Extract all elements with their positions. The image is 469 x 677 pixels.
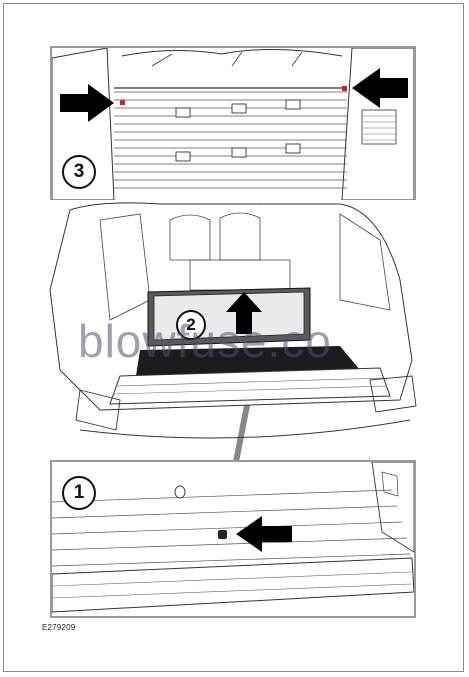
red-marker-icon xyxy=(120,100,125,105)
watermark: blowfuse.co xyxy=(78,315,332,367)
arrow-left-icon xyxy=(352,68,408,108)
callout-3: 3 xyxy=(62,155,96,189)
callout-1: 1 xyxy=(62,476,96,510)
detail-panel-1 xyxy=(50,460,416,618)
arrow-left-icon xyxy=(236,516,292,552)
detail-panel-3 xyxy=(50,46,416,202)
callout-2: 2 xyxy=(176,310,206,340)
vehicle-open-tailgate-illustration xyxy=(49,202,417,462)
cargo-floor-rear-view xyxy=(52,48,414,200)
cargo-floor-release-view xyxy=(52,462,414,613)
figure-reference-code: E279209 xyxy=(42,623,76,632)
figure-frame xyxy=(3,3,464,672)
arrow-right-icon xyxy=(60,84,114,122)
red-marker-icon xyxy=(342,86,347,91)
vehicle-rear-view xyxy=(40,200,432,462)
release-catch xyxy=(218,530,227,539)
arrow-up-icon xyxy=(226,292,262,334)
